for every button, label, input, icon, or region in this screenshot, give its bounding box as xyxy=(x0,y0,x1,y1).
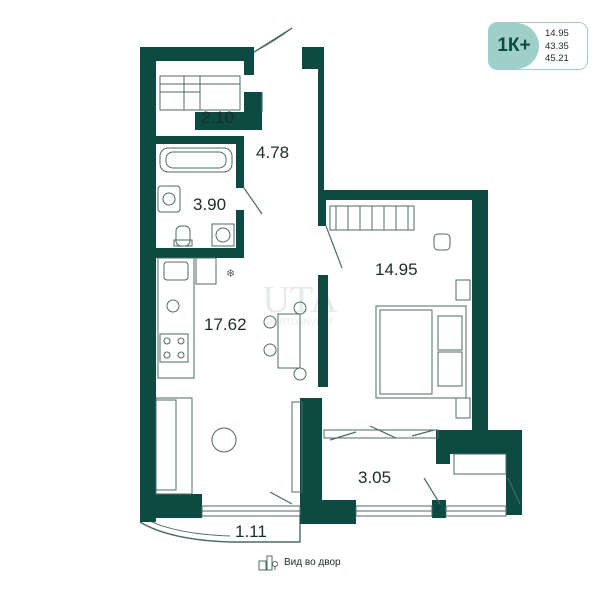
windows xyxy=(201,429,507,517)
room-labels: 2.10 4.78 3.90 17.62 14.95 3.05 1.11 xyxy=(193,108,418,541)
room-label-bedroom: 14.95 xyxy=(375,260,418,279)
room-label-hall: 4.78 xyxy=(256,143,289,162)
balcony-arc xyxy=(139,515,301,543)
area-living: 14.95 xyxy=(545,28,569,39)
area-total-with-balcony: 45.21 xyxy=(545,53,569,64)
room-label-wardrobe: 2.10 xyxy=(201,108,234,127)
area-list: 14.95 43.35 45.21 xyxy=(545,28,569,66)
room-label-kitchen-living: 17.62 xyxy=(204,315,247,334)
courtyard-icon xyxy=(258,555,278,571)
apartment-type: 1К+ xyxy=(489,23,539,69)
room-label-balcony: 1.11 xyxy=(235,522,267,541)
area-total: 43.35 xyxy=(545,40,569,52)
svg-text:❄: ❄ xyxy=(226,268,235,280)
doors xyxy=(243,27,521,505)
apartment-badge: 1К+ 14.95 43.35 45.21 xyxy=(488,22,588,70)
room-label-loggia: 3.05 xyxy=(358,468,391,487)
room-label-bathroom: 3.90 xyxy=(193,195,226,214)
walls xyxy=(140,47,522,524)
furniture: ❄ xyxy=(155,75,471,495)
view-label: Вид во двор xyxy=(284,556,341,568)
view-indicator: Вид во двор xyxy=(258,553,341,571)
